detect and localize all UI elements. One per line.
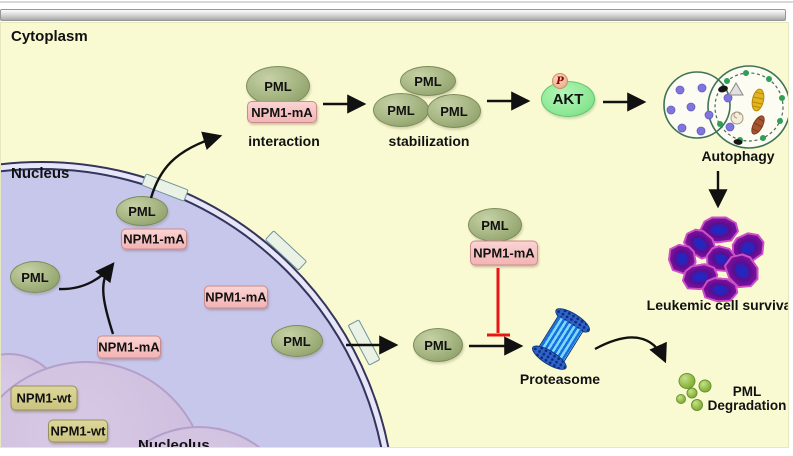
pml-ellipse-stabilization-top: PML (400, 66, 456, 96)
vesicle-spiral-icon (730, 111, 744, 125)
triangle-organelle-icon (728, 82, 744, 96)
horizontal-scrollbar[interactable] (0, 9, 786, 21)
pml-ellipse-stabilization-left: PML (373, 93, 429, 127)
interaction-caption: interaction (248, 133, 320, 149)
nucleus-label: Nucleus (11, 165, 70, 182)
pml-ellipse-inhibitor-complex: PML (468, 208, 522, 242)
leukemic-survival-label: Leukemic cell survival (646, 297, 789, 313)
arrow-proteasome-to-degradation (594, 336, 667, 364)
pml-degradation-line2: Degradation (707, 398, 787, 413)
npm1-ma-box-inhibitor: NPM1-mA (470, 240, 538, 266)
pathway-diagram-canvas: Cytoplasm Nucleus Nucleolus NPM1-wt NPM1… (0, 22, 789, 448)
organelle-debris-icon (718, 85, 728, 93)
autophagosome (663, 65, 788, 149)
pml-degradation-label: PML Degradation (708, 385, 787, 413)
pml-ellipse-nucleus-membrane: PML (271, 325, 323, 357)
proteasome-label: Proteasome (519, 371, 601, 387)
npm1-wt-box: NPM1-wt (10, 385, 78, 411)
ring-dots (717, 70, 785, 143)
pml-ellipse-nucleus-complex: PML (116, 196, 168, 226)
proteasome-barrel (528, 303, 594, 375)
inner-membrane-dashed-ring (714, 72, 784, 142)
npm1-ma-box-nucleus-middle: NPM1-mA (204, 285, 268, 309)
degradation-fragment (691, 399, 703, 411)
pml-ellipse-cytoplasm-free: PML (413, 328, 463, 362)
autophagy-label: Autophagy (701, 148, 775, 164)
degradation-fragment (686, 387, 698, 399)
npm1-ma-box-interaction: NPM1-mA (247, 101, 317, 123)
npm1-ma-box-nucleus-complex: NPM1-mA (121, 228, 187, 250)
pml-ellipse-interaction: PML (246, 66, 310, 106)
organelle-debris-icon (733, 139, 743, 145)
pml-degradation-line1: PML (732, 384, 762, 399)
cargo-dots (666, 83, 735, 136)
window-top-divider (0, 1, 793, 3)
npm1-ma-box-nucleus-bottom: NPM1-mA (97, 335, 161, 359)
npm1-wt-box: NPM1-wt (48, 419, 108, 443)
inhibition-tbar (487, 268, 510, 337)
phospho-p-icon: P (552, 73, 568, 89)
pml-ellipse-stabilization-right: PML (427, 94, 481, 128)
pml-ellipse-nucleus-free: PML (10, 261, 60, 293)
cytoplasm-label: Cytoplasm (11, 28, 88, 45)
akt-ellipse: AKT (541, 81, 595, 117)
degradation-fragment (698, 379, 712, 393)
degradation-fragment (676, 394, 686, 404)
stabilization-caption: stabilization (388, 133, 470, 149)
mitochondrion-icon (751, 88, 765, 112)
nucleolus-label: Nucleolus (138, 437, 210, 448)
degraded-mitochondrion-icon (751, 115, 765, 135)
